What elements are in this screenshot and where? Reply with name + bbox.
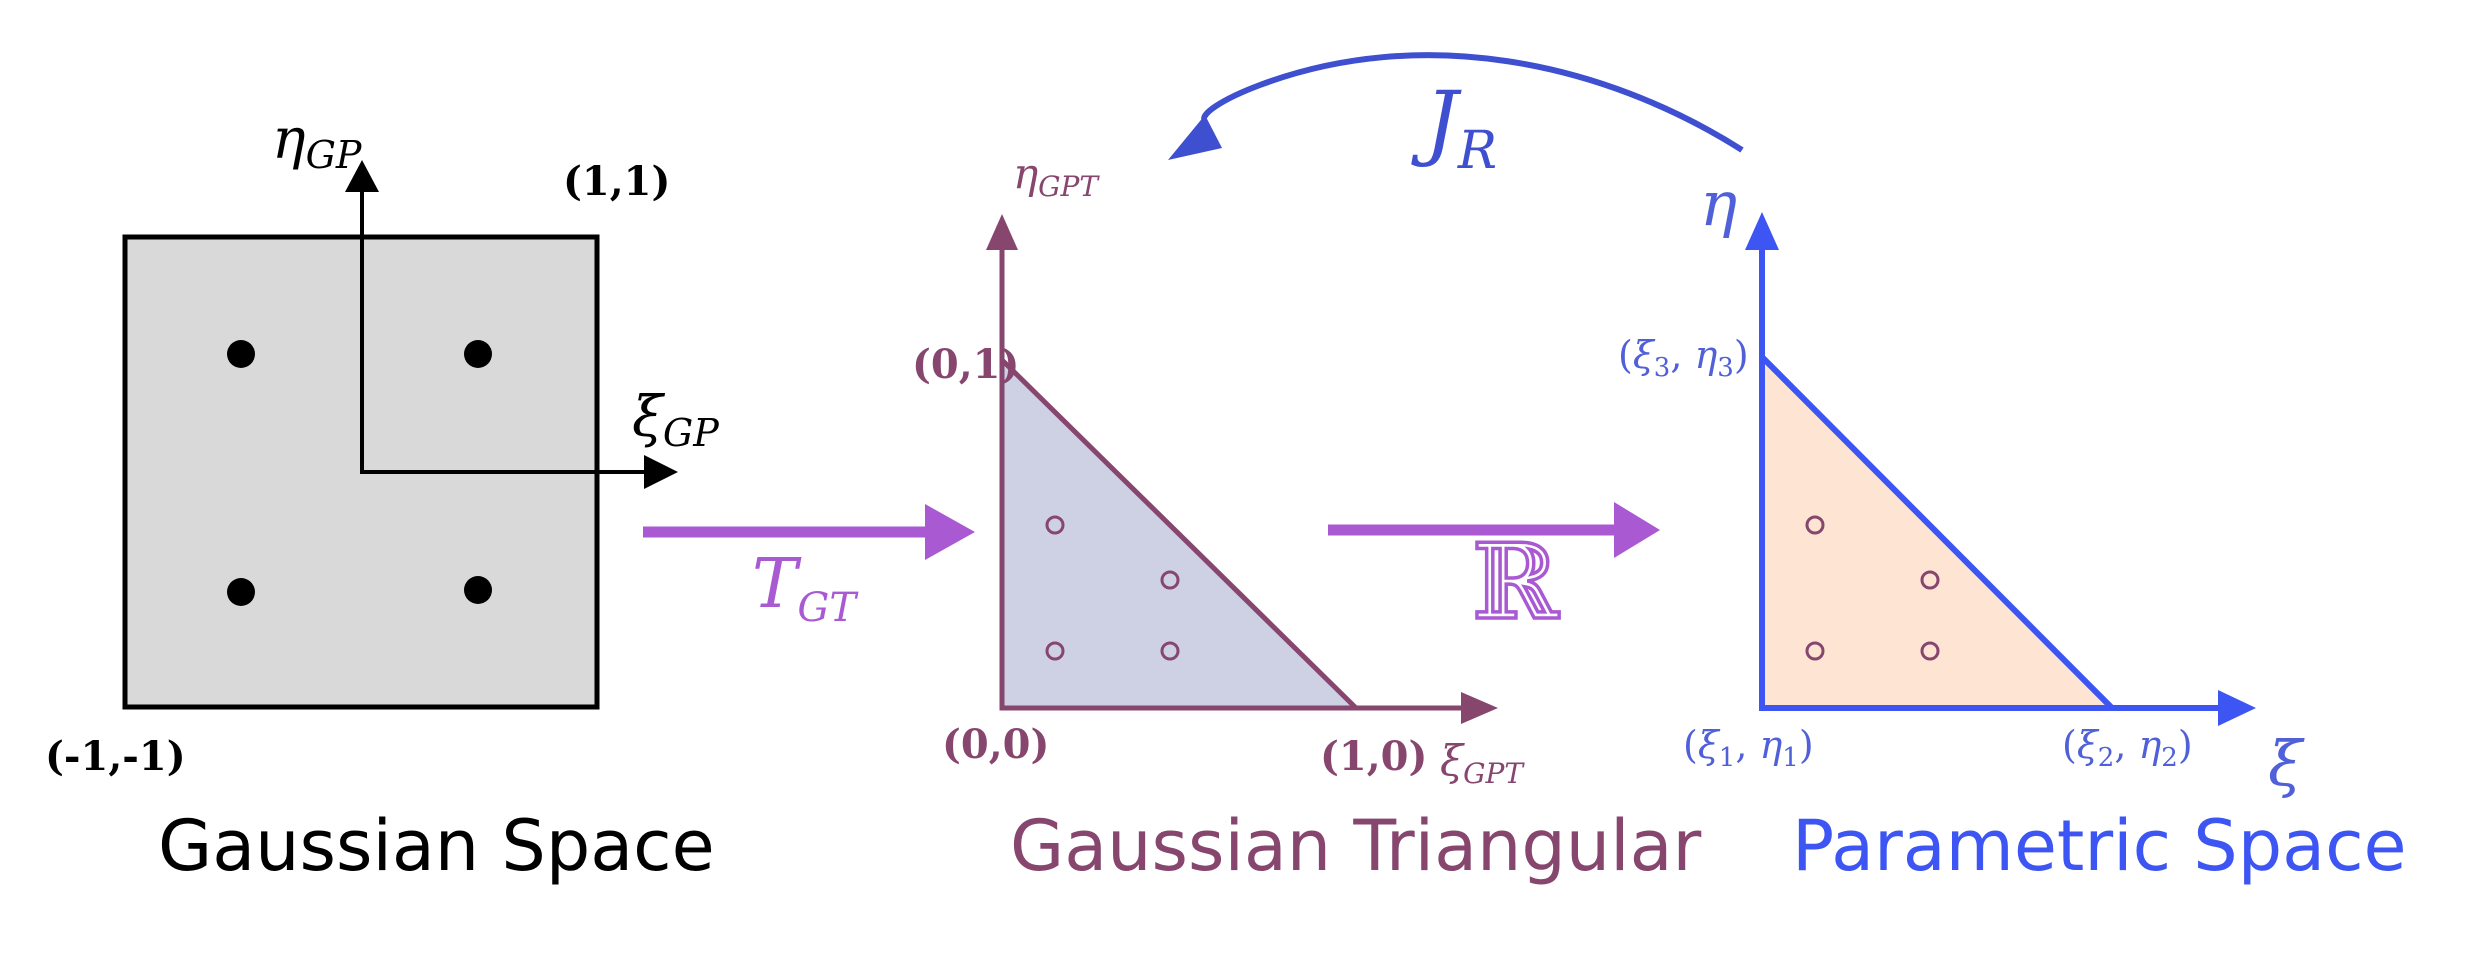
triangle-gauss-point bbox=[1045, 641, 1065, 661]
gpt-eta-arrowhead bbox=[986, 214, 1018, 250]
parametric-space-panel: η ξ (ξ3, η3) (ξ1, η1) (ξ2, η2) Parametri… bbox=[1618, 167, 2407, 887]
jacobian-arrow: JR bbox=[1168, 52, 1744, 181]
gpt-vertex-y: (0,1) bbox=[912, 341, 1019, 388]
gpt-xi-arrowhead bbox=[1461, 692, 1498, 724]
triangle-gauss-point bbox=[1045, 515, 1065, 535]
ps-xi-arrowhead bbox=[2218, 690, 2256, 726]
parametric-gauss-point bbox=[1920, 641, 1940, 661]
triangle-gauss-point bbox=[1160, 641, 1180, 661]
ps-xi-label: ξ bbox=[2268, 727, 2305, 800]
gauss-point bbox=[464, 576, 492, 604]
gp-xi-arrowhead bbox=[644, 455, 678, 489]
transform-gt-arrow: TGT bbox=[643, 504, 975, 631]
gpt-vertex-origin: (0,0) bbox=[942, 721, 1049, 768]
ps-vertex-3: (ξ3, η3) bbox=[1618, 333, 1749, 383]
gaussian-triangular-panel: ηGPT ξGPT (0,1) (0,0) (1,0) Gaussian Tri… bbox=[912, 149, 1702, 887]
gpt-xi-label: ξGPT bbox=[1440, 736, 1525, 790]
gauss-point bbox=[227, 340, 255, 368]
gaussian-triangular-title: Gaussian Triangular bbox=[1010, 805, 1702, 887]
gp-corner-top-right: (1,1) bbox=[563, 158, 670, 205]
gpt-vertex-x: (1,0) bbox=[1320, 733, 1427, 780]
ps-vertex-2: (ξ2, η2) bbox=[2062, 723, 2193, 773]
gauss-point bbox=[464, 340, 492, 368]
parametric-gauss-point bbox=[1805, 641, 1825, 661]
ps-eta-label: η bbox=[1700, 167, 1737, 240]
gpt-eta-label: ηGPT bbox=[1013, 149, 1100, 203]
gaussian-space-panel: ηGP ξGP (1,1) (-1,-1) Gaussian Space bbox=[45, 107, 720, 887]
gp-corner-bottom-left: (-1,-1) bbox=[45, 733, 186, 780]
gp-eta-label: ηGP bbox=[272, 107, 363, 177]
parametric-gauss-point bbox=[1805, 515, 1825, 535]
gp-eta-arrowhead bbox=[345, 160, 379, 192]
mapping-r-arrow: ℝ bbox=[1328, 502, 1660, 645]
ps-eta-arrowhead bbox=[1745, 212, 1779, 250]
triangle-gauss-point bbox=[1160, 570, 1180, 590]
jacobian-label: JR bbox=[1411, 75, 1497, 181]
gp-xi-label: ξGP bbox=[632, 385, 720, 455]
transform-gt-label: TGT bbox=[752, 545, 859, 631]
gaussian-space-title: Gaussian Space bbox=[158, 805, 715, 887]
gauss-point bbox=[227, 578, 255, 606]
parametric-space-title: Parametric Space bbox=[1792, 805, 2407, 887]
mapping-r-label: ℝ bbox=[1472, 521, 1560, 643]
parametric-gauss-point bbox=[1920, 570, 1940, 590]
ps-vertex-1: (ξ1, η1) bbox=[1683, 723, 1814, 773]
